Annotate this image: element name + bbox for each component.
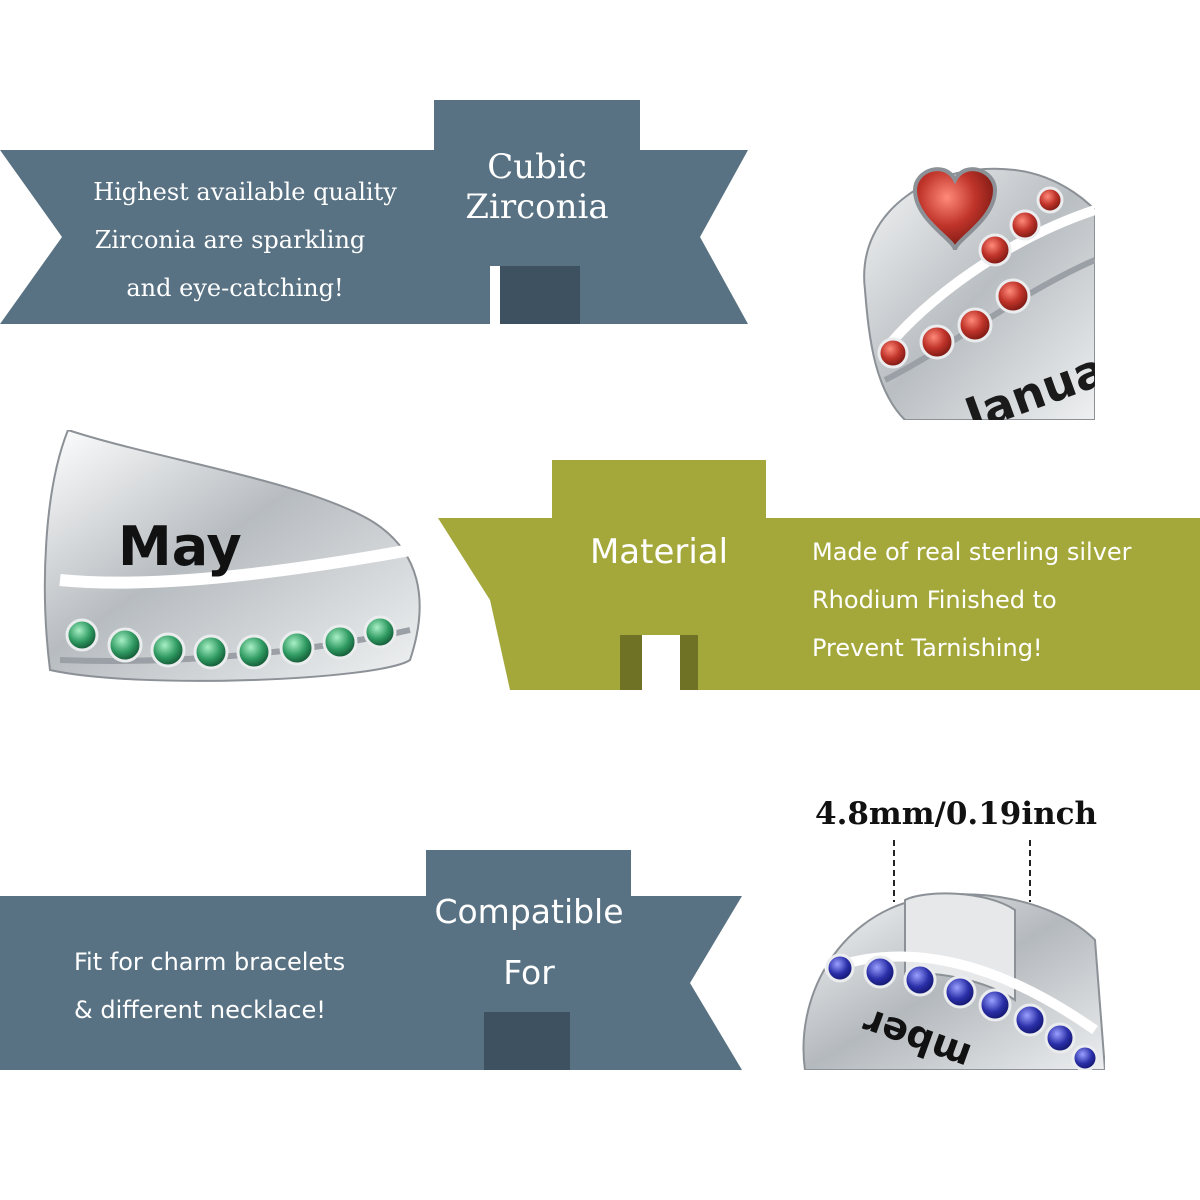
material-desc-line3: Prevent Tarnishing! [812,634,1043,662]
compatible-desc-line2: & different necklace! [74,996,326,1024]
material-title: Material [589,532,729,572]
cubic-desc-line3: and eye-catching! [126,274,344,302]
cubic-description: Highest available quality Zirconia are s… [60,180,430,324]
compatible-title: Compatible For [420,895,638,989]
material-banner [430,460,1200,700]
material-desc-line1: Made of real sterling silver [812,538,1132,566]
compatible-banner [0,850,750,1075]
compatible-title-line2: For [503,953,555,992]
dimension-guide-lines [880,836,1040,906]
cubic-desc-line1: Highest available quality [93,178,397,206]
compatible-description: Fit for charm bracelets & different neck… [74,950,414,1046]
compatible-title-line1: Compatible [434,892,624,931]
may-charm-icon: May [40,430,440,700]
blue-charm-icon: mber [795,880,1105,1070]
heart-charm-icon: Janua [845,150,1095,420]
material-desc-line2: Rhodium Finished to [812,586,1057,614]
compatible-desc-line1: Fit for charm bracelets [74,948,346,976]
may-charm-engraving: May [118,515,242,578]
cubic-zirconia-banner [0,100,760,330]
cubic-title-line1: Cubic [487,147,587,187]
cubic-banner-shape [0,100,748,324]
cubic-title-line2: Zirconia [465,187,609,227]
material-banner-shape [438,460,1200,690]
compatible-banner-shape [0,850,742,1070]
cubic-title: Cubic Zirconia [434,150,640,224]
dimension-label: 4.8mm/0.19inch [815,796,1098,832]
material-description: Made of real sterling silver Rhodium Fin… [812,540,1192,684]
cubic-desc-line2: Zirconia are sparkling [94,226,366,254]
